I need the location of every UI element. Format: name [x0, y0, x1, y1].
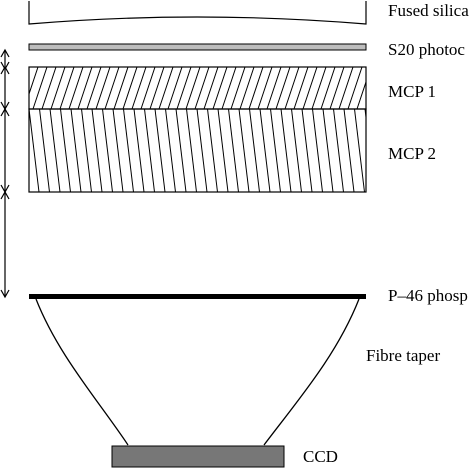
- microchannel-line: [49, 109, 61, 192]
- microchannel-line: [167, 67, 183, 109]
- microchannel-line: [154, 109, 166, 192]
- microchannel-line: [203, 67, 219, 109]
- microchannel-line: [70, 109, 82, 192]
- microchannel-line: [81, 109, 92, 192]
- microchannel-line: [149, 67, 165, 109]
- microchannel-line: [356, 80, 366, 109]
- microchannel-line: [86, 67, 102, 109]
- microchannel-line: [257, 67, 273, 109]
- microchannel-line: [131, 67, 147, 109]
- microchannel-line: [259, 109, 271, 192]
- microchannel-line: [275, 67, 291, 109]
- microchannel-line: [311, 67, 327, 109]
- microchannel-line: [312, 109, 323, 192]
- label-photocathode: S20 photoc: [388, 40, 465, 59]
- microchannel-line: [175, 109, 187, 192]
- microchannel-line: [140, 67, 156, 109]
- microchannel-line: [329, 67, 345, 109]
- microchannel-line: [270, 109, 281, 192]
- label-mcp2: MCP 2: [388, 144, 436, 163]
- microchannel-line: [133, 109, 145, 192]
- microchannel-line: [301, 109, 313, 192]
- microchannel-line: [354, 109, 365, 192]
- microchannel-line: [59, 67, 75, 109]
- microchannel-line: [29, 109, 40, 192]
- s20-photocathode: [28, 43, 367, 51]
- microchannel-line: [113, 67, 129, 109]
- microchannel-line: [284, 67, 300, 109]
- label-ccd: CCD: [303, 447, 338, 466]
- microchannel-line: [291, 109, 302, 192]
- microchannel-line: [102, 109, 113, 192]
- microchannel-line: [41, 67, 57, 109]
- p46-phosphor-screen: [29, 294, 366, 299]
- fused-silica-window: [28, 1, 367, 25]
- fibre-taper: [35, 298, 360, 446]
- microchannel-line: [60, 109, 71, 192]
- microchannel-line: [248, 67, 264, 109]
- microchannel-line: [238, 109, 250, 192]
- microchannel-line: [266, 67, 282, 109]
- microchannel-line: [221, 67, 237, 109]
- microchannel-line: [194, 67, 210, 109]
- microchannel-line: [32, 67, 48, 109]
- microchannel-line: [158, 67, 174, 109]
- microchannel-line: [68, 67, 84, 109]
- microchannel-line: [343, 109, 355, 192]
- microchannel-line: [144, 109, 155, 192]
- microchannel-line: [122, 67, 138, 109]
- gap-dimension-marker: [0, 48, 10, 299]
- microchannel-line: [320, 67, 336, 109]
- microchannel-line: [333, 109, 344, 192]
- microchannel-line: [95, 67, 111, 109]
- microchannel-line: [104, 67, 120, 109]
- microchannel-line: [280, 109, 292, 192]
- microchannel-line: [186, 109, 197, 192]
- microchannel-line: [29, 67, 39, 96]
- microchannel-line: [50, 67, 66, 109]
- microchannel-line: [347, 67, 363, 109]
- microchannel-line: [91, 109, 103, 192]
- microchannel-line: [29, 67, 30, 69]
- microchannel-line: [185, 67, 201, 109]
- microchannel-line: [112, 109, 124, 192]
- microchannel-line: [212, 67, 228, 109]
- label-mcp1: MCP 1: [388, 82, 436, 101]
- mcp1-plate: [28, 66, 367, 110]
- mcp2-plate: [19, 108, 367, 193]
- microchannel-line: [322, 109, 334, 192]
- microchannel-line: [123, 109, 134, 192]
- microchannel-line: [249, 109, 260, 192]
- microchannel-line: [239, 67, 255, 109]
- microchannel-line: [19, 109, 29, 192]
- microchannel-line: [207, 109, 218, 192]
- microchannel-line: [77, 67, 93, 109]
- microchannel-line: [228, 109, 239, 192]
- ccd-sensor: [111, 445, 285, 468]
- microchannel-line: [338, 67, 354, 109]
- label-fibre-taper: Fibre taper: [366, 346, 440, 365]
- microchannel-line: [196, 109, 208, 192]
- microchannel-line: [39, 109, 50, 192]
- label-fused-silica: Fused silica: [388, 1, 469, 20]
- label-phosphor: P–46 phosp: [388, 286, 468, 305]
- microchannel-line: [302, 67, 318, 109]
- microchannel-line: [293, 67, 309, 109]
- microchannel-line: [365, 107, 366, 109]
- microchannel-line: [217, 109, 229, 192]
- microchannel-line: [230, 67, 246, 109]
- microchannel-line: [165, 109, 176, 192]
- microchannel-line: [176, 67, 192, 109]
